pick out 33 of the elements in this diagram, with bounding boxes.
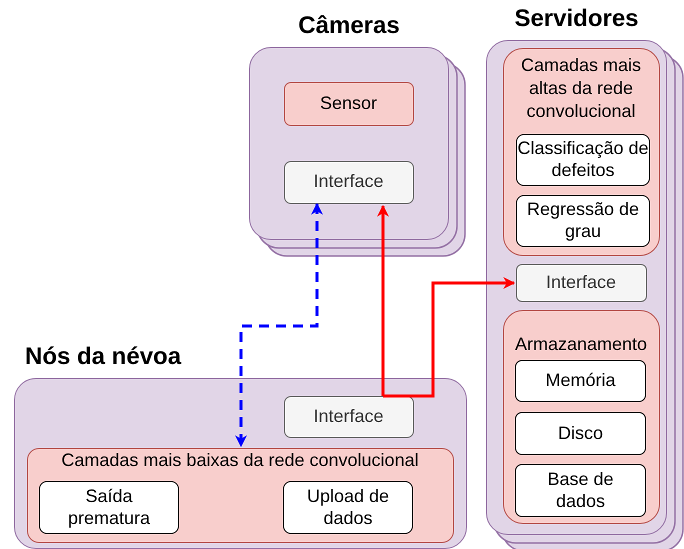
container-box — [502, 310, 660, 524]
process-box — [39, 481, 179, 534]
box-label: Interface — [313, 406, 384, 428]
box-label: Saída prematura — [66, 486, 152, 530]
box-label: Interface — [313, 171, 384, 193]
process-box — [284, 160, 414, 204]
arrow — [377, 204, 389, 396]
box-label: Base de dados — [546, 468, 615, 512]
process-box — [283, 481, 413, 534]
process-box — [515, 464, 646, 517]
group-heading: Nós da névoa — [25, 343, 182, 371]
box-label: Disco — [558, 422, 603, 444]
box-label: Upload de dados — [306, 486, 390, 530]
box-heading: Armazanamento — [514, 332, 648, 356]
box-label: Memória — [545, 370, 616, 392]
group-heading: Servidores — [513, 5, 640, 33]
process-box — [515, 412, 646, 455]
box-label: Sensor — [320, 92, 378, 114]
box-label: Regressão de grau — [526, 199, 640, 243]
group-heading: Câmeras — [297, 12, 401, 40]
box-label: Interface — [546, 272, 616, 294]
container-box — [26, 448, 454, 542]
process-box — [284, 396, 414, 438]
arrow — [383, 277, 516, 398]
process-box — [284, 82, 414, 126]
process-box — [515, 360, 646, 402]
box-heading: Camadas mais altas da rede convolucional — [520, 54, 642, 124]
dashed-arrow — [235, 202, 323, 448]
process-box — [516, 264, 646, 302]
box-heading: Camadas mais baixas da rede convolucional — [60, 448, 420, 472]
container-box — [502, 48, 660, 256]
box-label: Classificação de defeitos — [517, 138, 649, 182]
process-box — [516, 195, 650, 247]
